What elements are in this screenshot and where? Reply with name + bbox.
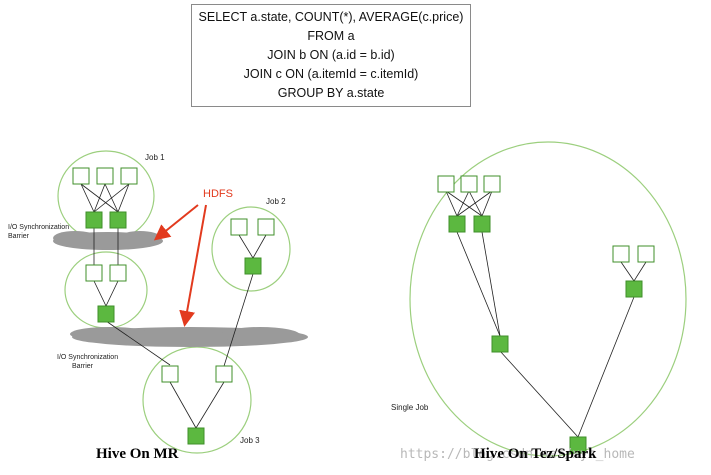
tez-side-node	[625, 280, 643, 298]
tez-final-node	[569, 436, 587, 454]
job2-output-node	[244, 257, 262, 275]
tez-join-node-1	[448, 215, 466, 233]
sql-line-group-by: GROUP BY a.state	[277, 86, 385, 100]
mid-output-node	[97, 305, 115, 323]
job3-output-node	[187, 427, 205, 445]
job1-input-node-3	[120, 167, 138, 185]
barrier1-label-line2: Barrier	[8, 233, 30, 240]
job3-input-node-1	[161, 365, 179, 383]
barrier2-label-line2: Barrier	[72, 363, 94, 370]
mid-input-node-2	[109, 264, 127, 282]
watermark: https://blog.csdn.net/xyz_home	[400, 447, 635, 462]
job3-ellipse	[142, 346, 252, 454]
job2-input-node-1	[230, 218, 248, 236]
job2-input-node-2	[257, 218, 275, 236]
hdfs-arrow-2	[179, 204, 207, 327]
hdfs-arrow-1	[153, 204, 199, 241]
tez-mid-node	[491, 335, 509, 353]
job1-edges	[80, 183, 171, 366]
job3-input-node-2	[215, 365, 233, 383]
job2-ellipse	[211, 206, 291, 292]
sql-line-select: SELECT a.state, COUNT(*), AVERAGE(c.pric…	[198, 10, 464, 24]
job1-input-node-1	[72, 167, 90, 185]
tez-input-node-4	[612, 245, 630, 263]
sql-line-from: FROM a	[307, 29, 355, 43]
mid-input-node-1	[85, 264, 103, 282]
job1-input-node-2	[96, 167, 114, 185]
tez-join-node-2	[473, 215, 491, 233]
hive-on-mr-caption: Hive On MR	[96, 446, 179, 462]
hdfs-label: HDFS	[203, 188, 233, 200]
sql-line-join-c: JOIN c ON (a.itemId = c.itemId)	[243, 67, 419, 81]
tez-input-node-2	[460, 175, 478, 193]
tez-edges	[445, 190, 647, 438]
job1-output-node-2	[109, 211, 127, 229]
job2-edges	[223, 234, 267, 367]
io-barrier-cloud-1	[53, 231, 163, 250]
single-job-ellipse	[409, 141, 687, 457]
tez-input-node-1	[437, 175, 455, 193]
barrier1-label-line1: I/O Synchronization	[8, 224, 69, 231]
job1-output-node-1	[85, 211, 103, 229]
tez-input-node-3	[483, 175, 501, 193]
sql-query-box: SELECT a.state, COUNT(*), AVERAGE(c.pric…	[191, 4, 471, 107]
job3-label: Job 3	[240, 436, 260, 445]
io-barrier-cloud-2	[70, 327, 308, 347]
tez-input-node-5	[637, 245, 655, 263]
job1-ellipse	[57, 150, 155, 242]
job3-edges	[169, 381, 225, 429]
sql-line-join-b: JOIN b ON (a.id = b.id)	[267, 48, 395, 62]
job2-label: Job 2	[266, 197, 286, 206]
barrier2-label-line1: I/O Synchronization	[57, 354, 118, 361]
single-job-label: Single Job	[391, 403, 429, 412]
job1-label: Job 1	[145, 153, 165, 162]
hive-on-tez-spark-caption: Hive On Tez/Spark	[474, 446, 597, 462]
